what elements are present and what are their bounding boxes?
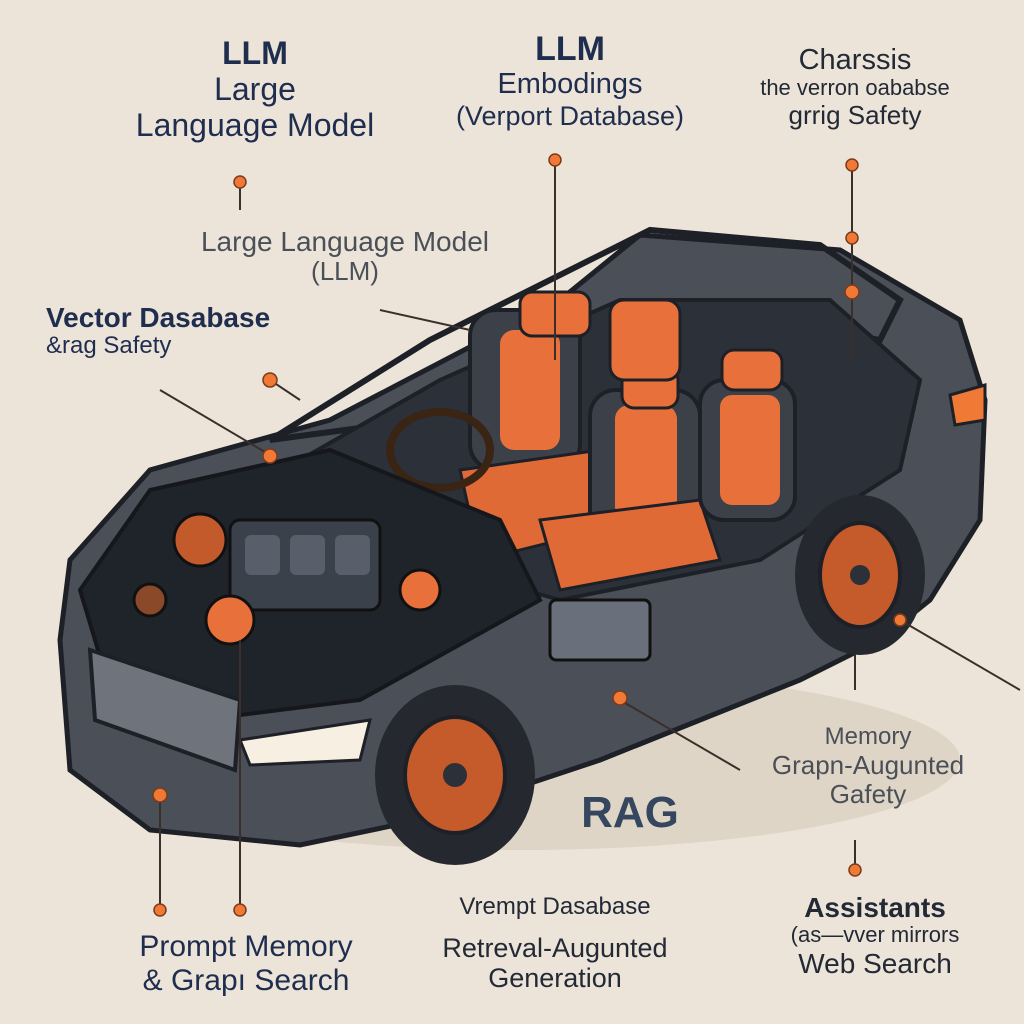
label-bottom-center: Vrempt Dasabase Retreval-Augunted Genera… [442,893,668,994]
steering-wheel [386,408,494,492]
label-top-left: LLM Large Language Model [135,35,375,143]
battery [548,598,652,662]
leader-dots [152,153,907,917]
tail-light [948,383,987,427]
label-mid-left-llm: Large Language Model (LLM) [200,226,489,287]
label-top-right: Charssis the verron oababse grrig Safety [760,44,950,131]
front-wheel [375,685,535,865]
engine-block [132,512,442,646]
front-grille [87,647,243,773]
label-right-memory: Memory Grapn-Augunted Gafety [771,723,965,809]
label-bottom-right: Assistants (as—vver mirrors Web Search [790,892,960,979]
headlight [237,718,373,767]
seat-rear-right [698,348,797,522]
rear-wheel [795,495,925,655]
label-rag: RAG [581,788,679,837]
label-top-center: LLM Embodings (Verport Database) [455,30,685,131]
leader-lines [159,160,1021,910]
seat-rear-left [608,298,682,382]
label-bottom-left: Prompt Memory & Grapı Search [139,930,353,997]
label-mid-left-vector: Vector Dasabase &rag Safety [46,302,271,360]
